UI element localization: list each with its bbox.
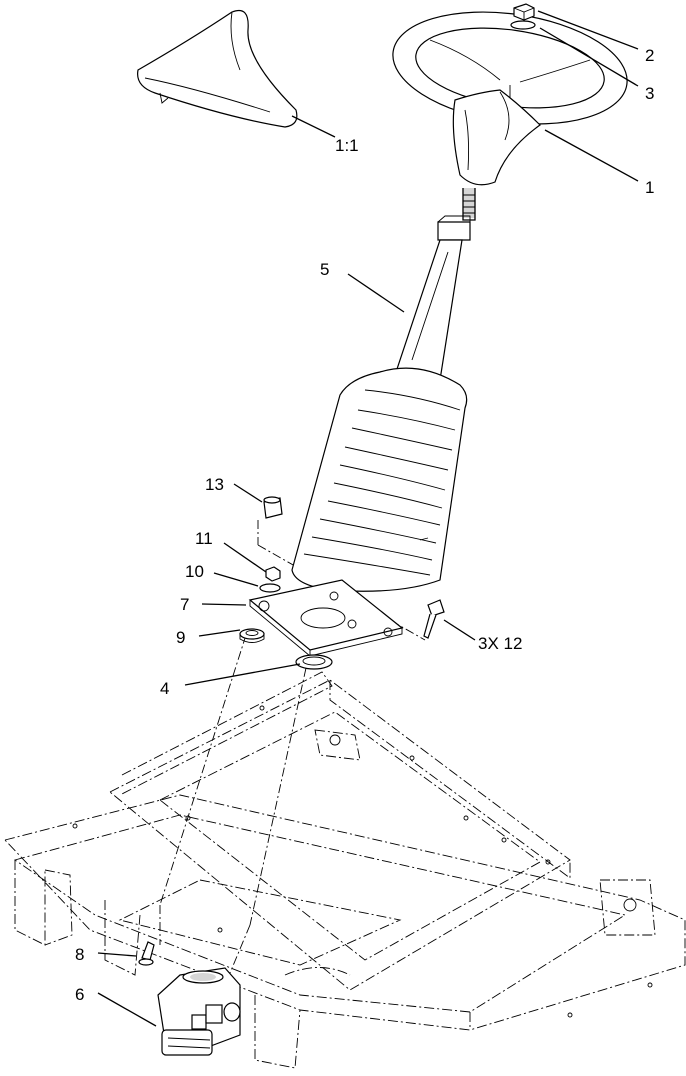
callout-7: 7: [180, 595, 189, 614]
callout-6: 6: [75, 985, 84, 1004]
part-steering-column: [395, 215, 471, 381]
callout-13: 13: [205, 475, 224, 494]
part-bushing: [295, 654, 333, 670]
part-steering-valve: [157, 967, 241, 1056]
callout-4: 4: [160, 679, 169, 698]
part-steering-wheel: [392, 11, 628, 221]
callout-10: 10: [185, 562, 204, 581]
part-bellows-boot: [291, 367, 468, 592]
callout-3: 3: [645, 84, 654, 103]
callout-2: 2: [645, 46, 654, 65]
callout-labels: 1:1 2 3 1 5 13 11 10 7 9 4 3X 12 8 6: [75, 46, 654, 1004]
callout-9: 9: [176, 628, 185, 647]
part-bolt-8: [138, 941, 155, 966]
part-nut-and-washer: [510, 3, 536, 30]
part-horn-cap: [137, 9, 298, 128]
part-mount-plate: [248, 579, 404, 657]
leader-lines: [97, 10, 639, 1027]
callout-5: 5: [320, 260, 329, 279]
callout-11: 11: [195, 529, 213, 548]
chassis-frame: [4, 671, 686, 1069]
part-washer-and-flange-nut: [259, 566, 281, 593]
callout-8: 8: [75, 945, 84, 964]
part-socket-bolt-13: [263, 496, 283, 519]
part-flange-bolt-12: [423, 599, 445, 639]
callout-1-1: 1:1: [335, 136, 359, 155]
callout-3x-12: 3X 12: [478, 634, 522, 653]
callout-1: 1: [645, 178, 654, 197]
part-spacer: [239, 628, 265, 643]
